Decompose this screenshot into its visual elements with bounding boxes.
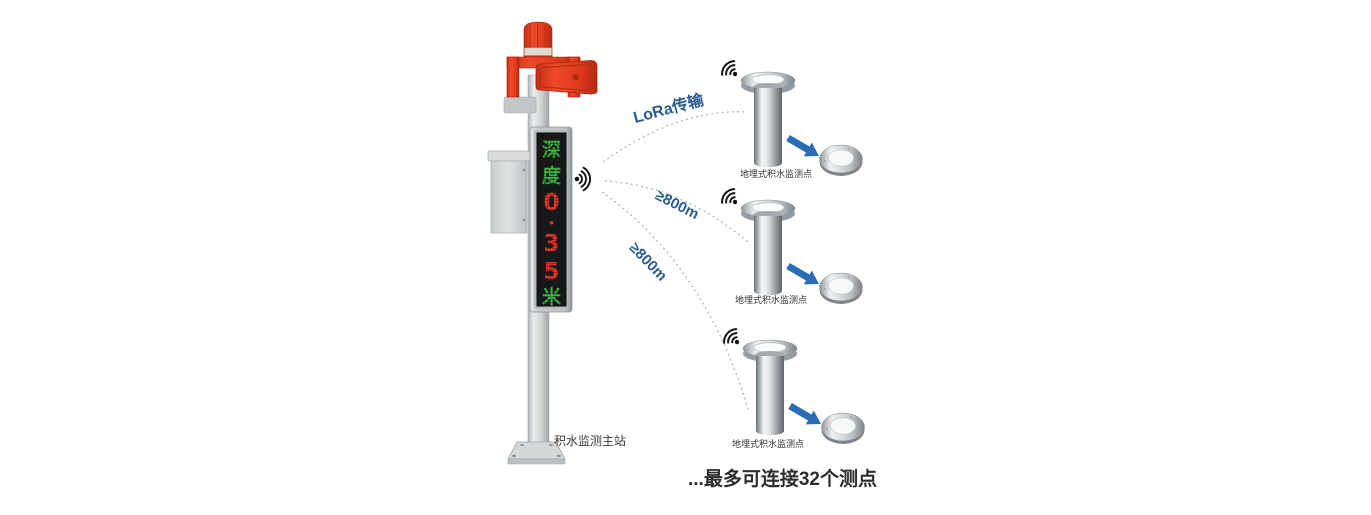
led-display-text: 深 度 0 · 3 5 米 bbox=[537, 133, 566, 308]
control-box bbox=[490, 160, 528, 234]
led-char: 米 bbox=[541, 285, 561, 308]
sensors-group bbox=[718, 59, 866, 445]
horn-rear-mount bbox=[503, 96, 537, 114]
control-box-lid bbox=[487, 150, 532, 162]
radio-signal-icon bbox=[574, 166, 592, 192]
buried-sensor-2 bbox=[718, 187, 864, 305]
sensor-label-3: 地埋式积水监测点 bbox=[731, 439, 804, 449]
footer-text: ...最多可连接32个测点 bbox=[688, 469, 877, 490]
sensor-label-1: 地埋式积水监测点 bbox=[739, 169, 812, 179]
led-char: 3 bbox=[543, 231, 560, 257]
link-arc-1 bbox=[602, 111, 749, 163]
buried-sensor-1 bbox=[718, 59, 864, 177]
sensor-label-2: 地埋式积水监测点 bbox=[734, 295, 807, 305]
horn-speaker bbox=[535, 60, 598, 95]
buried-sensor-3 bbox=[720, 327, 866, 445]
led-char: 深 bbox=[541, 139, 561, 161]
led-char: · bbox=[547, 212, 556, 234]
station-label: 积水监测主站 bbox=[553, 434, 626, 448]
led-char: 度 bbox=[541, 165, 561, 187]
led-char: 0 bbox=[543, 189, 560, 216]
led-char: 5 bbox=[543, 258, 560, 285]
link-arc-3 bbox=[601, 191, 750, 413]
